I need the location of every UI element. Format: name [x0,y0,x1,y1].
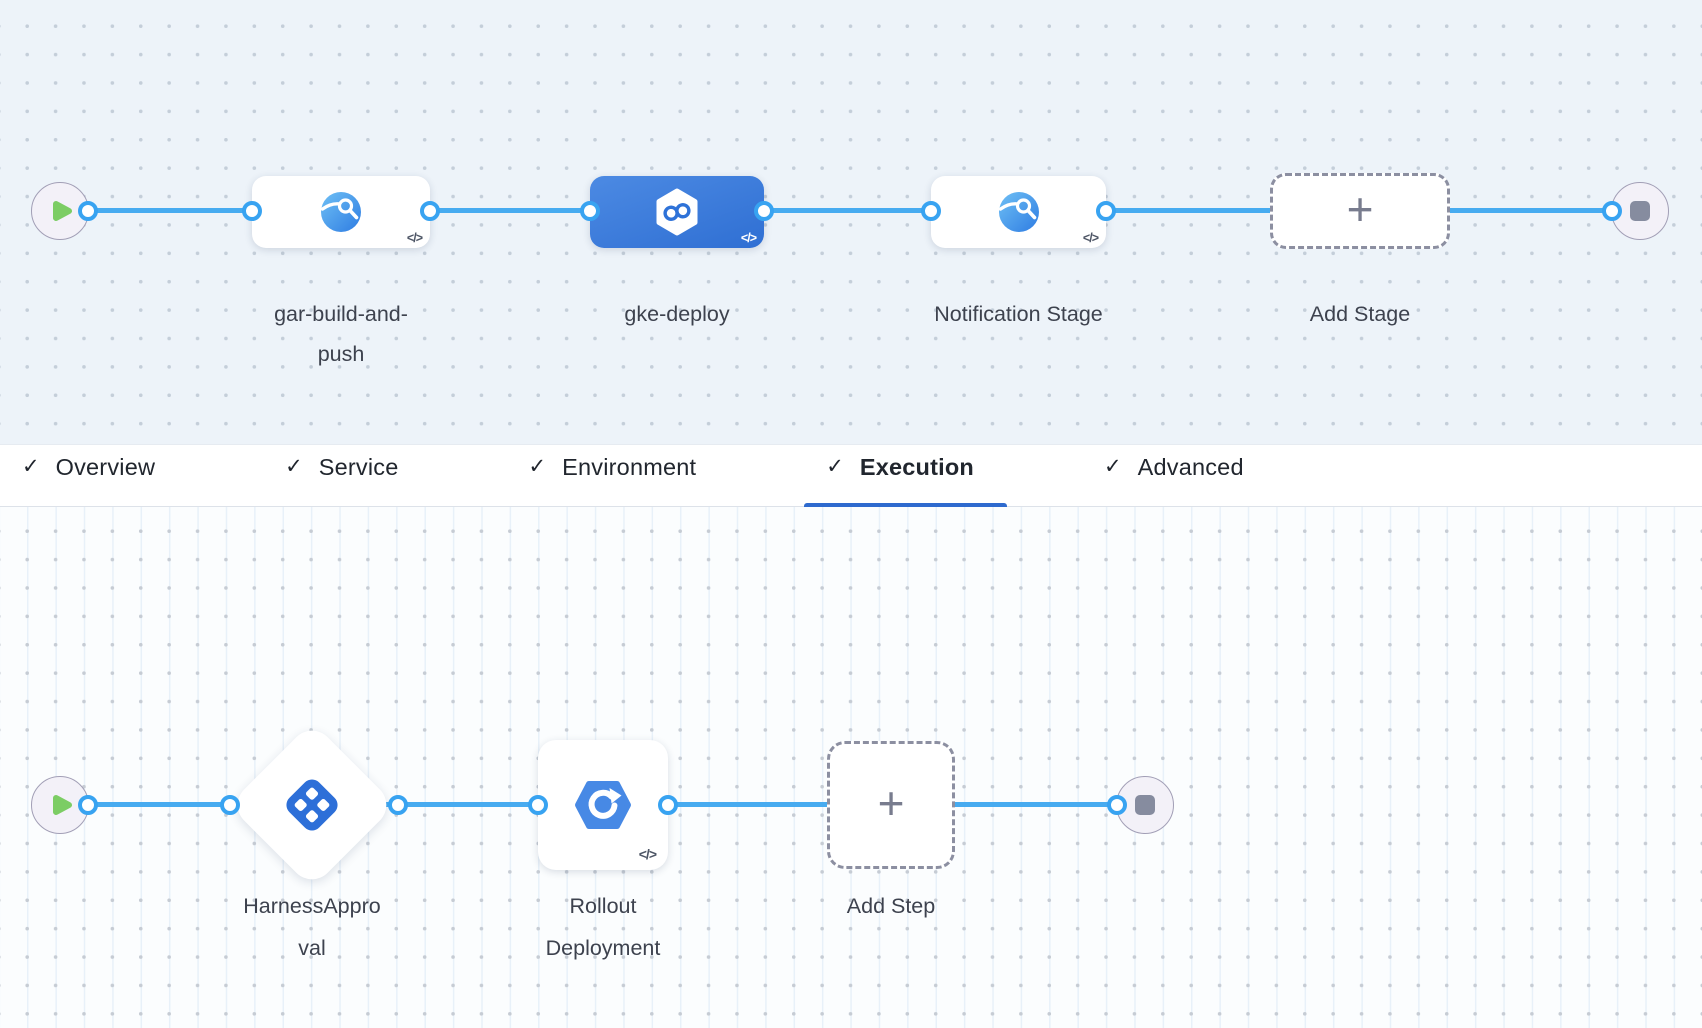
stop-icon [1630,201,1650,221]
step-name-label: Rollout Deployment [545,894,661,960]
stage-config-tabbar: ✓ Overview ✓ Service ✓ Environment ✓ Exe… [0,444,1702,508]
add-stage-label: Add Stage [1309,302,1411,326]
tab-label: Environment [562,454,697,480]
stage-name-label: Notification Stage [934,302,1103,326]
check-icon: ✓ [826,455,844,478]
connector-dot [1096,201,1116,221]
add-step-label: Add Step [846,894,936,918]
stage-connector-line [85,208,1613,213]
gke-rollout-icon [575,781,631,829]
yaml-code-icon: </> [406,231,423,245]
plus-icon: + [877,777,905,829]
stage-card-gke-deploy[interactable]: </> [590,176,764,248]
pipeline-start-node [31,182,89,240]
check-icon: ✓ [528,455,547,478]
stage-name-label: gar-build-and-push [274,302,408,366]
step-name-label: HarnessApproval [243,894,381,960]
connector-dot [528,795,548,815]
tab-label: Overview [55,454,156,480]
play-icon [53,201,72,221]
build-stage-icon [320,192,361,232]
yaml-code-icon: </> [740,231,757,245]
connector-dot [921,201,941,221]
tab-environment[interactable]: ✓ Environment [529,453,697,508]
connector-dot [1107,795,1127,815]
stage-card-notification-stage[interactable]: </> [931,176,1106,248]
tab-advanced[interactable]: ✓ Advanced [1104,453,1244,508]
stage-canvas[interactable]: </> </> </> + [0,0,1702,444]
tab-execution[interactable]: ✓ Execution [804,453,1007,508]
connector-dot [388,795,408,815]
custom-stage-icon [998,192,1039,232]
stage-card-gar-build-and-push[interactable]: </> [252,176,430,248]
plus-icon: + [1346,183,1374,235]
connector-dot [580,201,600,221]
stage-name-label: gke-deploy [624,302,730,326]
tab-overview[interactable]: ✓ Overview [22,453,155,508]
connector-dot [78,795,98,815]
tab-label: Service [318,454,399,480]
connector-dot [1602,201,1622,221]
connector-dot [754,201,774,221]
connector-dot [420,201,440,221]
add-stage-button[interactable]: + [1270,173,1450,249]
tab-label: Execution [859,454,974,480]
deploy-stage-icon [656,188,698,236]
connector-dot [78,201,98,221]
yaml-code-icon: </> [1082,231,1099,245]
check-icon: ✓ [285,455,303,478]
step-rollout-deployment[interactable]: </> [538,740,668,870]
check-icon: ✓ [1103,455,1122,478]
yaml-code-icon: </> [638,846,657,862]
play-icon [53,795,72,815]
stop-icon [1135,795,1155,815]
connector-dot [220,795,240,815]
add-step-button[interactable]: + [827,741,955,869]
connector-dot [658,795,678,815]
connector-dot [242,201,262,221]
execution-canvas[interactable]: </> + HarnessApproval Rollout Deployment… [0,507,1702,1028]
tab-label: Advanced [1137,454,1244,480]
pipeline-end-node [1611,182,1669,240]
check-icon: ✓ [22,455,40,478]
tab-service[interactable]: ✓ Service [285,453,398,508]
